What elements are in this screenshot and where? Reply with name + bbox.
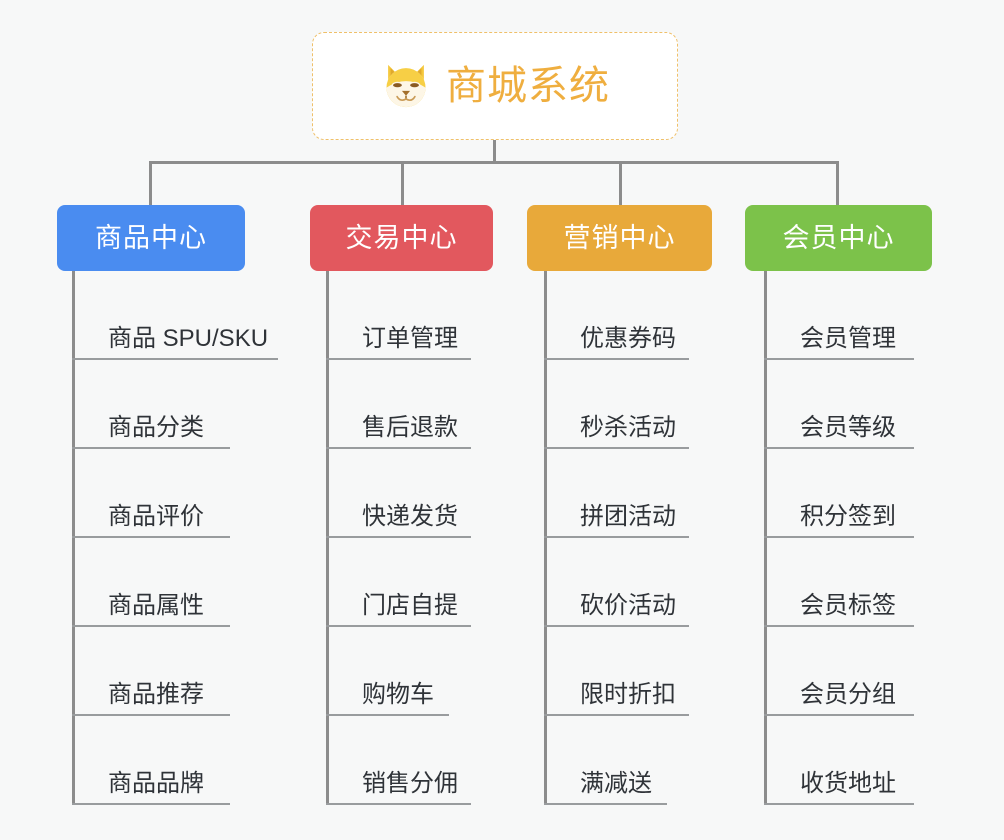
list-item-rule bbox=[544, 803, 667, 805]
list-item-label: 商品推荐 bbox=[108, 681, 204, 708]
branch-header-product-center[interactable]: 商品中心 bbox=[57, 205, 245, 271]
list-item-rule bbox=[764, 803, 914, 805]
branch-product-center: 商品中心 商品 SPU/SKU 商品分类 商品评价 商品属性 商品推荐 bbox=[57, 205, 278, 805]
list-item-label: 会员等级 bbox=[800, 414, 896, 441]
list-item-label: 商品属性 bbox=[108, 592, 204, 619]
list-item-label: 快递发货 bbox=[362, 503, 458, 530]
branch-marketing-center: 营销中心 优惠券码 秒杀活动 拼团活动 砍价活动 限时折扣 bbox=[527, 205, 712, 805]
list-item-rule bbox=[544, 536, 689, 538]
list-item-label: 砍价活动 bbox=[580, 592, 676, 619]
list-item-label: 购物车 bbox=[362, 681, 434, 708]
list-item-label: 积分签到 bbox=[800, 503, 896, 530]
connector-drop-marketing-center bbox=[619, 161, 622, 207]
list-item-label: 秒杀活动 bbox=[580, 414, 676, 441]
list-item-label: 会员标签 bbox=[800, 592, 896, 619]
list-item-label: 商品 SPU/SKU bbox=[108, 325, 269, 352]
list-item-rule bbox=[326, 625, 471, 627]
list-item-label: 满减送 bbox=[580, 770, 652, 797]
root-node-title: 商城系统 bbox=[446, 64, 610, 108]
list-item-label: 限时折扣 bbox=[580, 681, 676, 708]
list-item-label: 商品品牌 bbox=[108, 770, 204, 797]
list-item-label: 会员分组 bbox=[800, 681, 896, 708]
list-item-rule bbox=[544, 714, 689, 716]
branch-member-center: 会员中心 会员管理 会员等级 积分签到 会员标签 会员分组 bbox=[745, 205, 932, 805]
list-item-label: 优惠券码 bbox=[580, 325, 676, 352]
branch-spine-product-center bbox=[72, 271, 75, 805]
list-item-rule bbox=[764, 714, 914, 716]
list-item-rule bbox=[544, 625, 689, 627]
branch-header-trade-center[interactable]: 交易中心 bbox=[310, 205, 493, 271]
connector-horizontal-bus bbox=[149, 161, 839, 164]
list-item-rule bbox=[764, 625, 914, 627]
connector-drop-member-center bbox=[836, 161, 839, 207]
list-item-label: 售后退款 bbox=[362, 414, 458, 441]
list-item-rule bbox=[326, 714, 449, 716]
list-item-rule bbox=[72, 625, 230, 627]
list-item-label: 订单管理 bbox=[362, 325, 458, 352]
list-item-rule bbox=[72, 358, 278, 360]
branch-trade-center: 交易中心 订单管理 售后退款 快递发货 门店自提 购物车 bbox=[310, 205, 493, 805]
list-item-rule bbox=[72, 714, 230, 716]
list-item-rule bbox=[326, 803, 471, 805]
connector-root-stem bbox=[493, 140, 496, 163]
branch-spine-trade-center bbox=[326, 271, 329, 805]
list-item-label: 销售分佣 bbox=[362, 770, 458, 797]
list-item-rule bbox=[326, 447, 471, 449]
list-item-rule bbox=[326, 536, 471, 538]
list-item-rule bbox=[544, 447, 689, 449]
list-item-rule bbox=[764, 447, 914, 449]
list-item-label: 商品分类 bbox=[108, 414, 204, 441]
list-item-rule bbox=[72, 447, 230, 449]
list-item-label: 拼团活动 bbox=[580, 503, 676, 530]
branch-spine-member-center bbox=[764, 271, 767, 805]
list-item-label: 商品评价 bbox=[108, 503, 204, 530]
branch-header-marketing-center[interactable]: 营销中心 bbox=[527, 205, 712, 271]
branch-header-member-center[interactable]: 会员中心 bbox=[745, 205, 932, 271]
list-item-label: 收货地址 bbox=[800, 770, 896, 797]
list-item-rule bbox=[326, 358, 471, 360]
root-node-mall-system[interactable]: 商城系统 bbox=[312, 32, 678, 140]
branch-spine-marketing-center bbox=[544, 271, 547, 805]
list-item-label: 门店自提 bbox=[362, 592, 458, 619]
list-item-label: 会员管理 bbox=[800, 325, 896, 352]
list-item-rule bbox=[544, 358, 689, 360]
list-item-rule bbox=[764, 536, 914, 538]
connector-drop-trade-center bbox=[401, 161, 404, 207]
list-item-rule bbox=[72, 536, 230, 538]
shiba-dog-face-icon bbox=[386, 64, 426, 108]
list-item-rule bbox=[764, 358, 914, 360]
connector-drop-product-center bbox=[149, 161, 152, 207]
list-item-rule bbox=[72, 803, 230, 805]
